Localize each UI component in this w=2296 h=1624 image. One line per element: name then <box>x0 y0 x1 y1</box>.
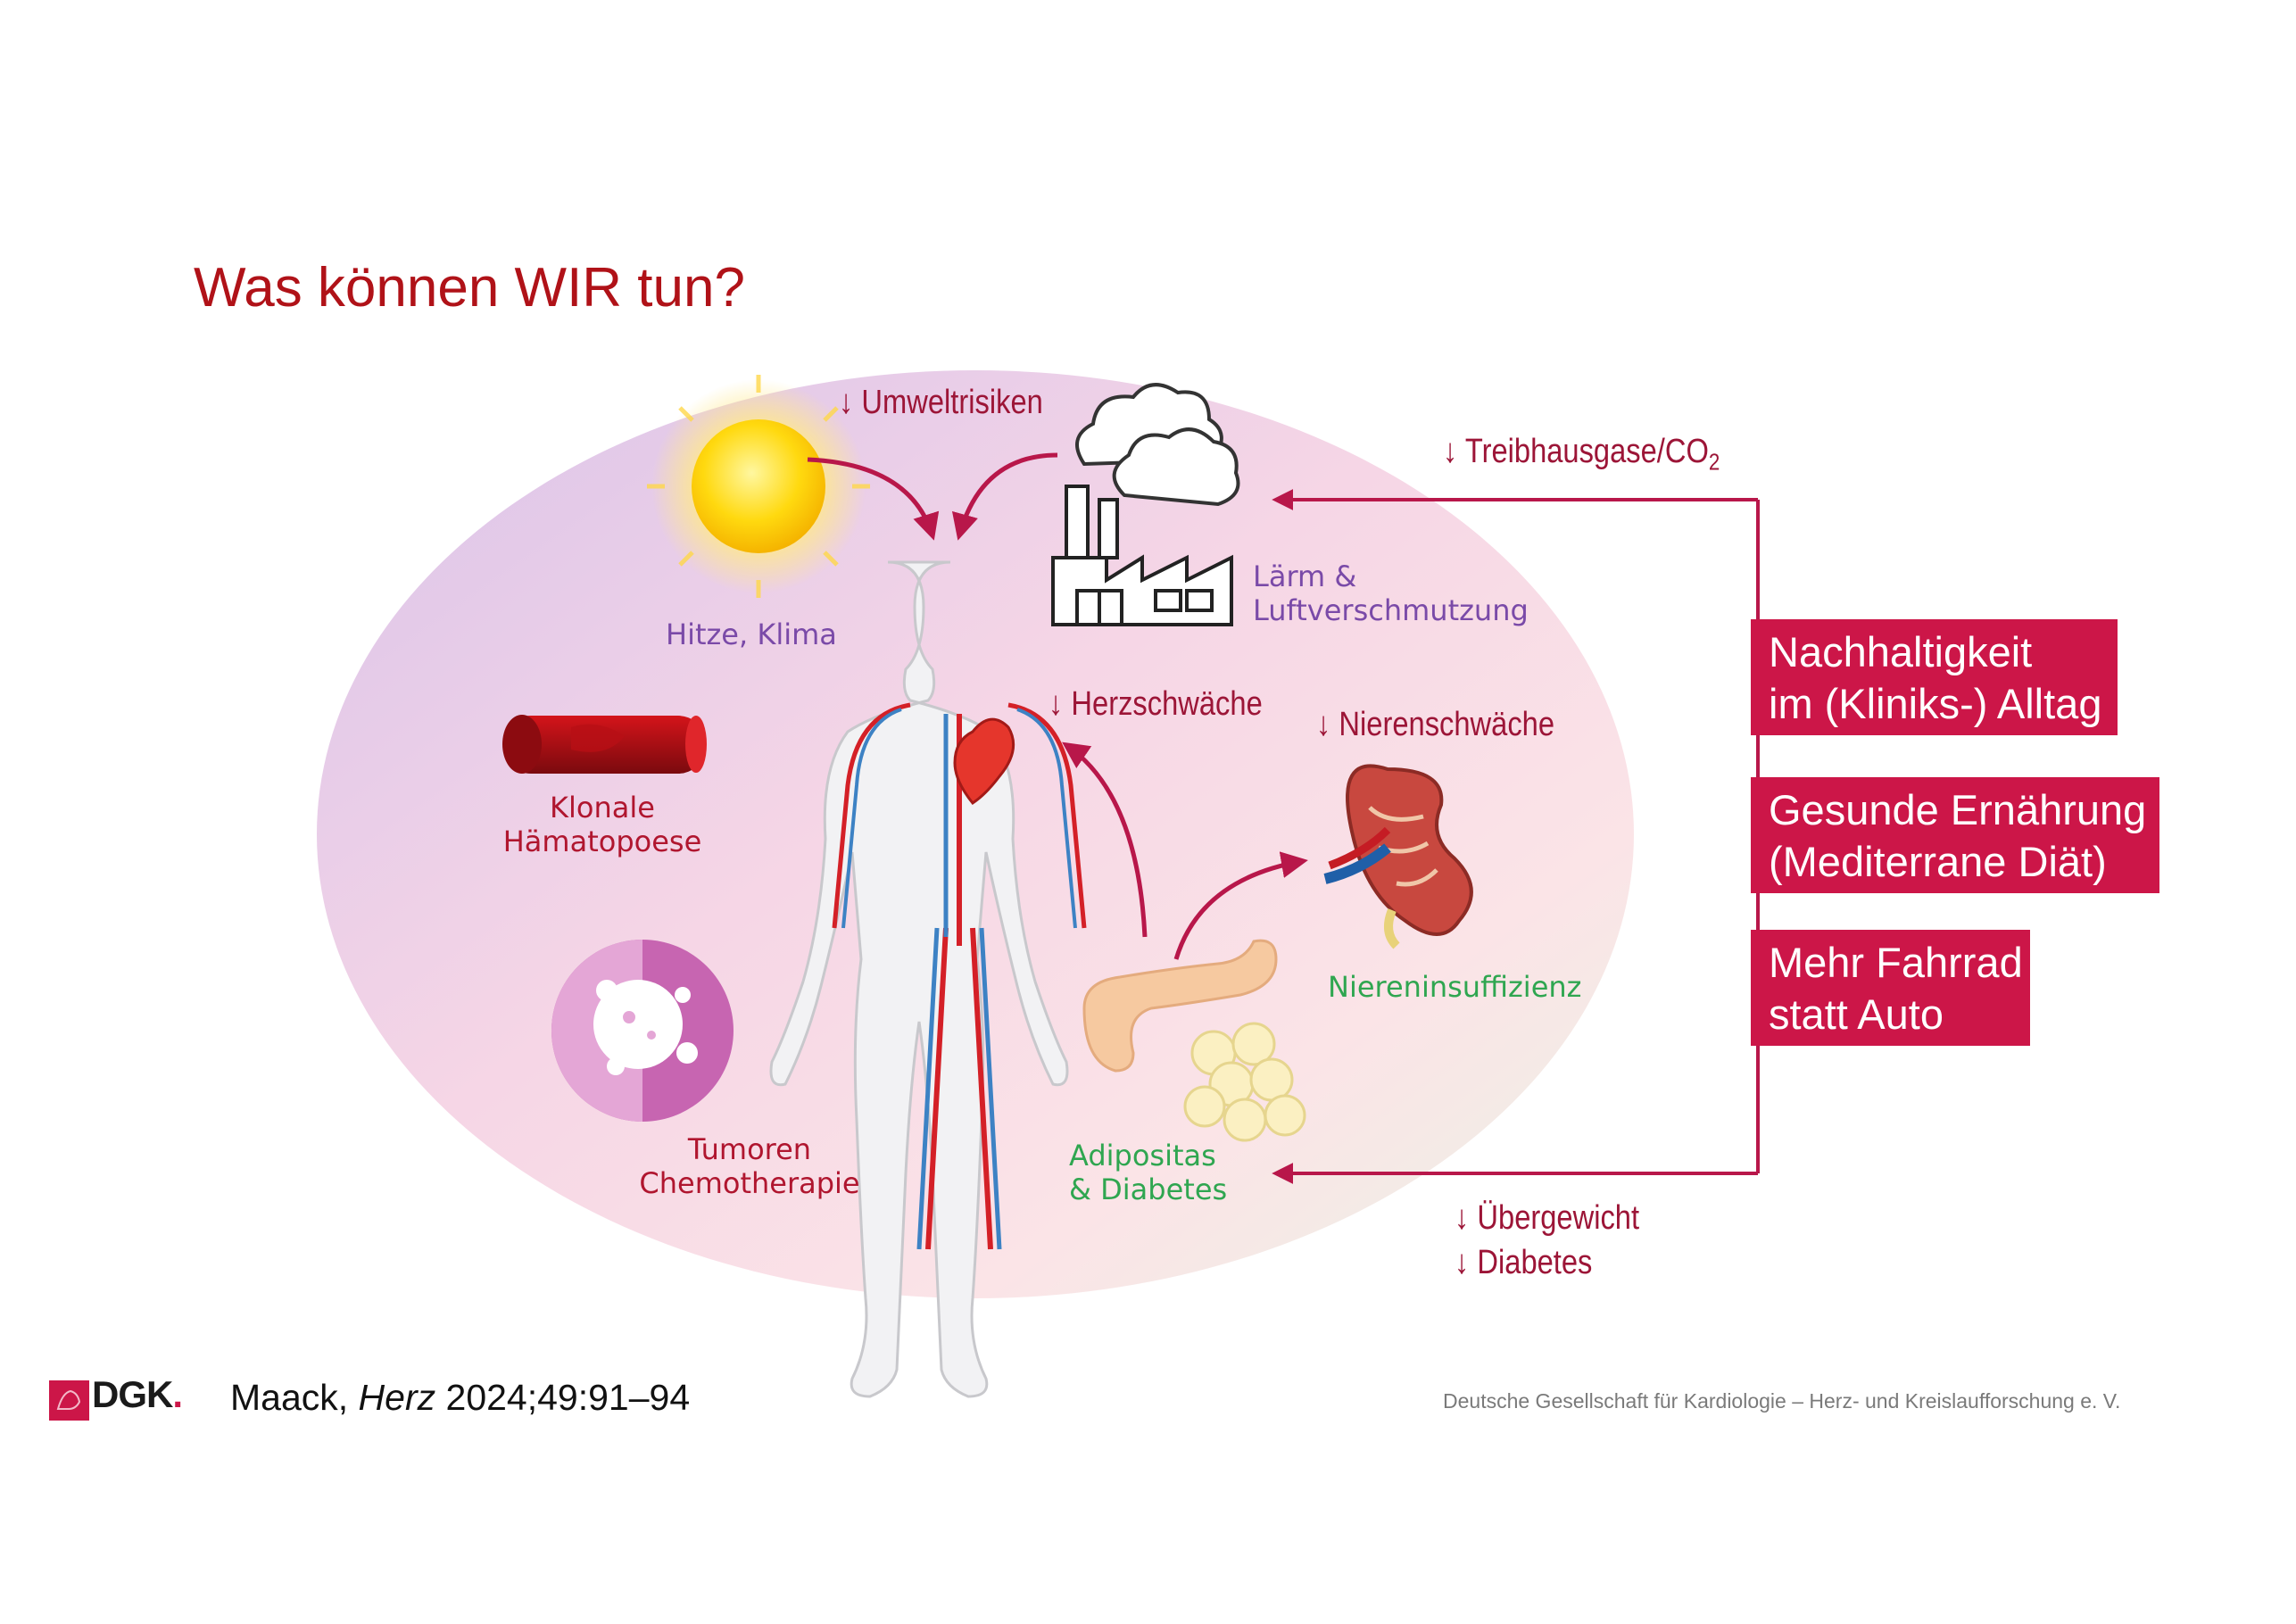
label-klonale-line2: Hämatopoese <box>502 824 702 858</box>
label-adipositas-line1: Adipositas <box>1069 1139 1216 1172</box>
fat-cells-icon <box>1183 1022 1306 1142</box>
measure-box-line2: statt Auto <box>1769 990 1944 1038</box>
sun-icon <box>647 375 870 598</box>
dgk-logo-letters: DGK <box>92 1373 173 1415</box>
tumor-cell-icon <box>551 940 734 1122</box>
dgk-logo-text: DGK. <box>92 1373 183 1416</box>
label-treibhausgase: ↓ Treibhausgase/CO2 <box>1443 433 1720 476</box>
label-umweltrisiken: ↓ Umweltrisiken <box>839 384 1043 421</box>
factory-icon <box>1051 485 1233 626</box>
measure-box-line1: Mehr Fahrrad <box>1769 939 2023 986</box>
page-title: Was können WIR tun? <box>194 257 745 319</box>
label-klonale-line1: Klonale <box>550 791 655 824</box>
label-nierenschwaeche: ↓ Nierenschwäche <box>1316 706 1555 743</box>
label-uebergewicht: ↓ Übergewicht <box>1455 1199 1640 1237</box>
label-adipositas: Adipositas & Diabetes <box>1069 1139 1227 1206</box>
kidney-icon <box>1323 764 1473 949</box>
arrow-to-heart <box>1062 742 1148 938</box>
arrow-to-kidney <box>1173 851 1308 960</box>
dgk-logo-dot: . <box>172 1373 183 1415</box>
measure-box-line1: Gesunde Ernährung <box>1769 786 2147 833</box>
label-adipositas-line2: & Diabetes <box>1069 1172 1228 1206</box>
label-klonale: Klonale Hämatopoese <box>500 791 705 858</box>
arrow-sun-to-body <box>807 457 940 541</box>
measure-box-line1: Nachhaltigkeit <box>1769 628 2033 675</box>
measure-box-nachhaltigkeit: Nachhaltigkeit im (Kliniks-) Alltag <box>1751 619 2118 735</box>
measure-box-fahrrad: Mehr Fahrrad statt Auto <box>1751 930 2030 1046</box>
label-laerm-line2: Luftverschmutzung <box>1253 593 1529 627</box>
label-niereninsuffizienz: Niereninsuffizienz <box>1328 970 1582 1004</box>
label-hitze: Hitze, Klima <box>666 617 837 651</box>
label-tumoren: Tumoren Chemotherapie <box>625 1132 874 1200</box>
citation-ref: 2024;49:91–94 <box>435 1377 691 1418</box>
label-treibhausgase-subscript: 2 <box>1708 448 1720 476</box>
citation-author: Maack, <box>230 1377 359 1418</box>
label-tumoren-line2: Chemotherapie <box>639 1166 860 1200</box>
pancreas-icon <box>1082 939 1278 1073</box>
label-tumoren-line1: Tumoren <box>687 1132 812 1166</box>
label-laerm: Lärm & Luftverschmutzung <box>1253 559 1529 627</box>
measure-box-line2: im (Kliniks-) Alltag <box>1769 680 2102 727</box>
label-diabetes: ↓ Diabetes <box>1455 1244 1593 1281</box>
citation-journal: Herz <box>358 1377 436 1418</box>
dgk-logo-icon <box>49 1380 89 1421</box>
cloud-icon <box>1075 383 1240 507</box>
blood-vessel-icon <box>502 715 707 774</box>
label-laerm-line1: Lärm & <box>1253 559 1357 593</box>
label-herzschwaeche: ↓ Herzschwäche <box>1049 685 1263 723</box>
arrow-factory-to-body <box>951 452 1058 541</box>
human-body-icon <box>769 560 1087 1398</box>
label-treibhausgase-text: ↓ Treibhausgase/CO <box>1443 433 1709 470</box>
citation: Maack, Herz 2024;49:91–94 <box>230 1377 690 1419</box>
measure-box-line2: (Mediterrane Diät) <box>1769 838 2107 885</box>
label-uebergewicht-diabetes: ↓ Übergewicht ↓ Diabetes <box>1455 1196 1639 1285</box>
footer-organization: Deutsche Gesellschaft für Kardiologie – … <box>1443 1389 2121 1413</box>
measure-box-ernaehrung: Gesunde Ernährung (Mediterrane Diät) <box>1751 777 2159 893</box>
